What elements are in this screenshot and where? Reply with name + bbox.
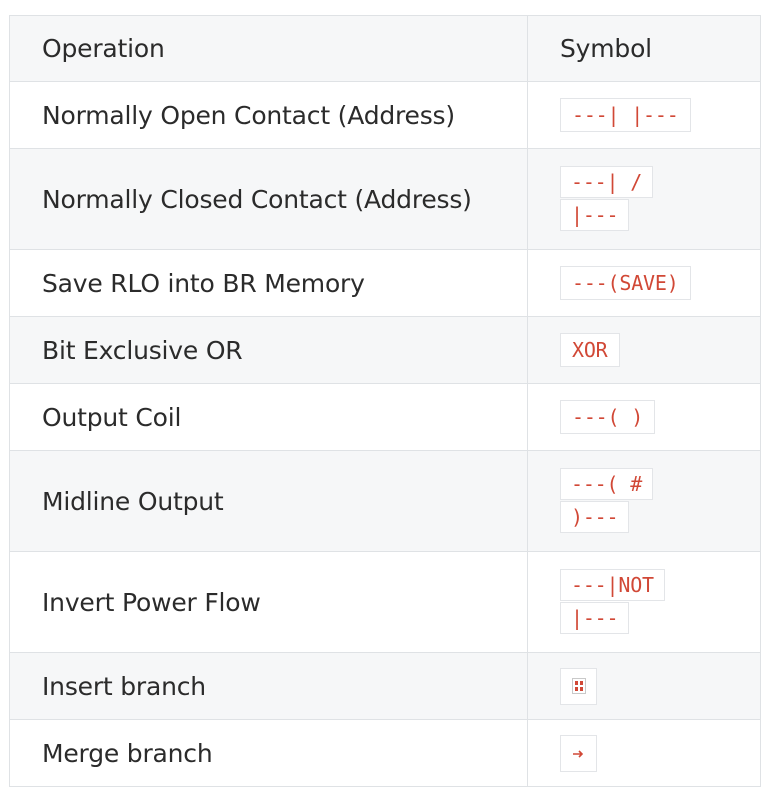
operations-table-container: Operation Symbol Normally Open Contact (… — [9, 15, 761, 787]
symbol-cell: ---| / |--- — [527, 148, 761, 250]
table-row: Output Coil ---( ) — [9, 383, 761, 451]
symbol-cell: ---( ) — [527, 383, 761, 451]
symbol-code: ---(SAVE) — [560, 266, 691, 300]
operation-cell: Insert branch — [9, 652, 528, 720]
header-operation: Operation — [9, 15, 528, 82]
symbol-code: ---| |--- — [560, 98, 691, 132]
operations-table: Operation Symbol Normally Open Contact (… — [9, 15, 761, 787]
operation-cell: Output Coil — [9, 383, 528, 451]
symbol-cell: ---| |--- — [527, 81, 761, 149]
symbol-cell: ---|NOT|--- — [527, 551, 761, 653]
table-row: Invert Power Flow ---|NOT|--- — [9, 551, 761, 653]
symbol-code: ---( ) — [560, 400, 656, 434]
header-symbol: Symbol — [527, 15, 761, 82]
merge-branch-icon — [560, 734, 597, 772]
table-row: Merge branch — [9, 719, 761, 787]
table-row: Normally Open Contact (Address) ---| |--… — [9, 81, 761, 149]
symbol-code: XOR — [560, 333, 620, 367]
symbol-code: ---| / |--- — [560, 166, 654, 231]
table-row: Save RLO into BR Memory ---(SAVE) — [9, 249, 761, 317]
symbol-cell — [527, 719, 761, 787]
symbol-code: ---( # )--- — [560, 468, 654, 533]
table-row: Midline Output ---( # )--- — [9, 450, 761, 552]
operation-cell: Bit Exclusive OR — [9, 316, 528, 384]
operation-cell: Normally Closed Contact (Address) — [9, 148, 528, 250]
table-row: Normally Closed Contact (Address) ---| /… — [9, 148, 761, 250]
symbol-cell: ---( # )--- — [527, 450, 761, 552]
insert-branch-icon — [560, 667, 597, 705]
symbol-code: ---|NOT|--- — [560, 569, 665, 634]
operation-cell: Merge branch — [9, 719, 528, 787]
operation-cell: Invert Power Flow — [9, 551, 528, 653]
operation-cell: Save RLO into BR Memory — [9, 249, 528, 317]
operation-cell: Normally Open Contact (Address) — [9, 81, 528, 149]
operation-cell: Midline Output — [9, 450, 528, 552]
symbol-cell: XOR — [527, 316, 761, 384]
table-row: Bit Exclusive OR XOR — [9, 316, 761, 384]
table-header-row: Operation Symbol — [9, 15, 761, 82]
symbol-cell: ---(SAVE) — [527, 249, 761, 317]
table-row: Insert branch — [9, 652, 761, 720]
symbol-cell — [527, 652, 761, 720]
